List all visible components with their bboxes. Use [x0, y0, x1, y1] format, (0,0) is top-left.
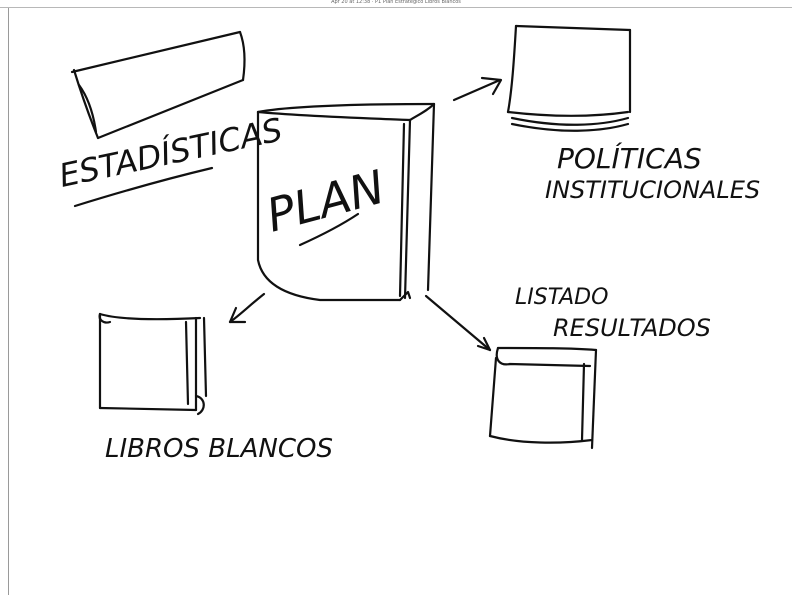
- arrow-plan-to-libros: [228, 292, 266, 324]
- libros-book-sketch: [98, 312, 208, 416]
- label-estadisticas: ESTADÍSTICAS: [56, 110, 286, 194]
- label-libros-blancos: LIBROS BLANCOS: [105, 434, 333, 464]
- label-listado-line2: RESULTADOS: [553, 314, 711, 342]
- plan-underline: [298, 212, 360, 247]
- estadisticas-book-sketch: [70, 30, 246, 140]
- title-bar-caption: Apr 20 at 12:38 · P1 Plan Estratégico Li…: [331, 0, 461, 5]
- estadisticas-underline: [73, 166, 214, 208]
- canvas-left-edge: [8, 8, 9, 595]
- label-plan: PLAN: [261, 160, 390, 243]
- arrow-plan-to-politicas: [452, 76, 503, 102]
- listado-book-sketch: [488, 346, 598, 450]
- label-politicas-line2: INSTITUCIONALES: [545, 176, 760, 204]
- arrow-plan-to-listado: [424, 294, 492, 352]
- title-bar: Apr 20 at 12:38 · P1 Plan Estratégico Li…: [0, 0, 792, 8]
- label-politicas-line1: POLÍTICAS: [557, 141, 702, 175]
- label-listado-line1: LISTADO: [515, 285, 608, 310]
- politicas-book-sketch: [506, 24, 632, 132]
- plan-book-sketch: [256, 102, 436, 302]
